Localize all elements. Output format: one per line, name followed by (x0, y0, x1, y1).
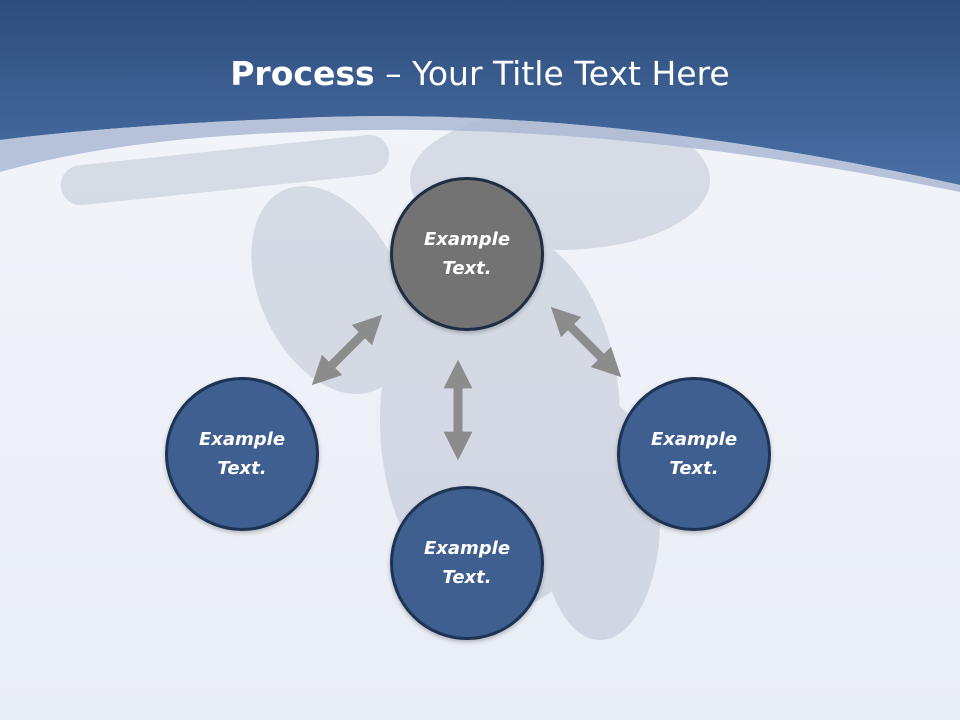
header-curve-accent (0, 116, 960, 192)
slide-title: Process – Your Title Text Here (0, 52, 960, 96)
node-left-text: Example Text. (198, 429, 286, 479)
node-bottom-text: Example Text. (423, 538, 511, 588)
node-top-text: Example Text. (423, 229, 511, 279)
process-node-bottom[interactable]: Example Text. (390, 486, 544, 640)
background-photo (60, 110, 710, 640)
node-right-text: Example Text. (650, 429, 738, 479)
process-node-right[interactable]: Example Text. (617, 377, 771, 531)
header-band (0, 0, 960, 185)
title-rest: – Your Title Text Here (374, 54, 730, 93)
process-node-left[interactable]: Example Text. (165, 377, 319, 531)
title-bold: Process (230, 54, 375, 93)
process-node-top[interactable]: Example Text. (390, 177, 544, 331)
